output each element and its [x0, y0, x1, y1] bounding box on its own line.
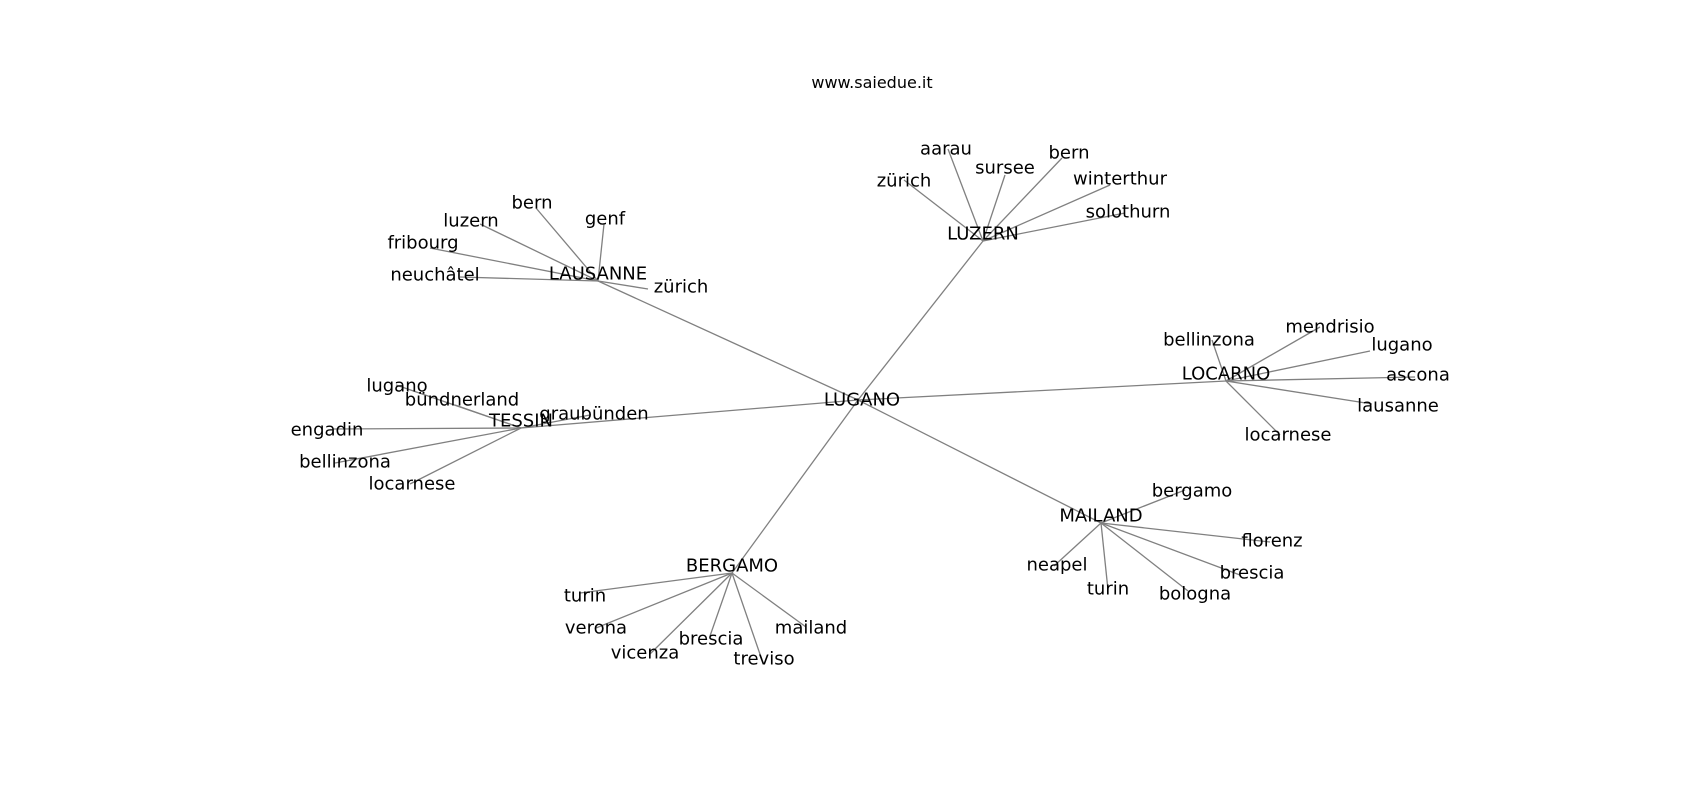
edge-bergamo-3	[709, 572, 733, 637]
leaf-node-bergamo-2: vicenza	[611, 643, 680, 664]
leaf-node-luzern-4: winterthur	[1073, 169, 1168, 190]
edge-mailand-0	[1100, 489, 1186, 524]
leaf-node-locarno-5: locarnese	[1245, 425, 1332, 446]
edge-bergamo-0	[579, 572, 733, 594]
edge-luzern-4	[982, 184, 1111, 242]
site-title: www.saiedue.it	[811, 73, 932, 92]
leaf-node-locarno-1: mendrisio	[1285, 317, 1374, 338]
leaf-node-luzern-1: sursee	[975, 158, 1035, 179]
edge-lausanne-3	[429, 247, 599, 282]
edge-locarno-5	[1225, 380, 1281, 436]
leaf-node-mailand-4: turin	[1087, 579, 1129, 600]
hub-node-locarno: LOCARNO	[1182, 364, 1271, 385]
edge-mailand-1	[1100, 522, 1271, 543]
leaf-node-bergamo-1: verona	[565, 618, 627, 639]
leaf-node-tessin-4: bellinzona	[299, 452, 391, 473]
edge-luzern-5	[982, 212, 1126, 242]
leaf-node-tessin-2: graubünden	[539, 404, 648, 425]
edge-lugano-lausanne	[597, 280, 859, 401]
edge-lugano-luzern	[857, 240, 984, 401]
edge-locarno-0	[1211, 339, 1227, 382]
edge-lausanne-5	[597, 280, 649, 290]
leaf-node-tessin-0: lugano	[366, 376, 427, 397]
hub-node-luzern: LUZERN	[947, 224, 1019, 245]
leaf-node-bergamo-3: brescia	[679, 629, 744, 650]
edge-mailand-2	[1053, 522, 1102, 567]
edge-mailand-5	[1100, 522, 1189, 592]
edge-lausanne-0	[535, 207, 599, 282]
hub-node-mailand: MAILAND	[1059, 506, 1142, 527]
leaf-node-luzern-2: bern	[1049, 143, 1090, 164]
leaf-node-tessin-5: locarnese	[369, 474, 456, 495]
leaf-node-luzern-5: solothurn	[1086, 202, 1171, 223]
leaf-node-bergamo-0: turin	[564, 586, 606, 607]
leaf-node-luzern-0: aarau	[920, 139, 972, 160]
edge-lugano-mailand	[857, 399, 1102, 524]
edge-luzern-2	[982, 157, 1063, 242]
leaf-node-mailand-3: brescia	[1220, 563, 1285, 584]
edge-lugano-locarno	[857, 380, 1227, 401]
leaf-node-lausanne-5: zürich	[654, 277, 709, 298]
hub-node-tessin: TESSIN	[488, 411, 553, 432]
edge-luzern-0	[947, 148, 984, 242]
edge-mailand-4	[1100, 522, 1109, 591]
hub-node-lausanne: LAUSANNE	[549, 264, 647, 285]
edge-lausanne-2	[479, 223, 599, 282]
leaf-node-bergamo-4: treviso	[733, 649, 794, 670]
leaf-node-lausanne-1: genf	[585, 209, 626, 230]
edge-bergamo-1	[595, 572, 733, 629]
edge-tessin-3	[332, 427, 522, 430]
edge-tessin-1	[454, 404, 522, 429]
edge-luzern-1	[982, 174, 1006, 242]
leaf-node-mailand-1: florenz	[1241, 531, 1302, 552]
hub-node-bergamo: BERGAMO	[686, 556, 778, 577]
leaf-node-mailand-5: bologna	[1159, 584, 1231, 605]
leaf-node-luzern-3: zürich	[877, 171, 932, 192]
edge-locarno-4	[1225, 380, 1373, 405]
edges	[332, 148, 1416, 661]
leaf-node-locarno-4: lausanne	[1357, 396, 1439, 417]
edge-lugano-bergamo	[731, 399, 859, 574]
leaf-node-tessin-1: bündnerland	[405, 390, 519, 411]
leaf-node-locarno-0: bellinzona	[1163, 330, 1255, 351]
edge-luzern-3	[903, 179, 984, 242]
edge-tessin-4	[334, 427, 522, 464]
edge-locarno-3	[1225, 376, 1416, 382]
leaf-node-lausanne-4: neuchâtel	[390, 265, 479, 286]
edge-bergamo-2	[649, 572, 733, 655]
leaf-node-lausanne-2: luzern	[443, 211, 498, 232]
edge-lausanne-1	[597, 223, 605, 282]
leaf-node-bergamo-5: mailand	[775, 618, 847, 639]
edge-bergamo-4	[731, 572, 763, 661]
leaf-node-lausanne-0: bern	[512, 193, 553, 214]
root-node-label: LUGANO	[824, 390, 900, 411]
edge-tessin-5	[409, 427, 522, 485]
leaf-node-locarno-3: ascona	[1386, 365, 1450, 386]
leaf-node-locarno-2: lugano	[1371, 335, 1432, 356]
edge-lugano-tessin	[520, 399, 859, 429]
edge-lausanne-4	[459, 276, 599, 282]
edge-mailand-3	[1100, 522, 1241, 576]
edge-bergamo-5	[731, 572, 807, 628]
leaf-node-lausanne-3: fribourg	[387, 233, 458, 254]
leaf-node-tessin-3: engadin	[291, 420, 364, 441]
leaf-node-mailand-2: neapel	[1026, 555, 1087, 576]
edge-locarno-1	[1225, 326, 1321, 382]
leaf-node-mailand-0: bergamo	[1152, 481, 1233, 502]
edge-tessin-2	[520, 414, 591, 429]
edge-locarno-2	[1225, 350, 1371, 382]
